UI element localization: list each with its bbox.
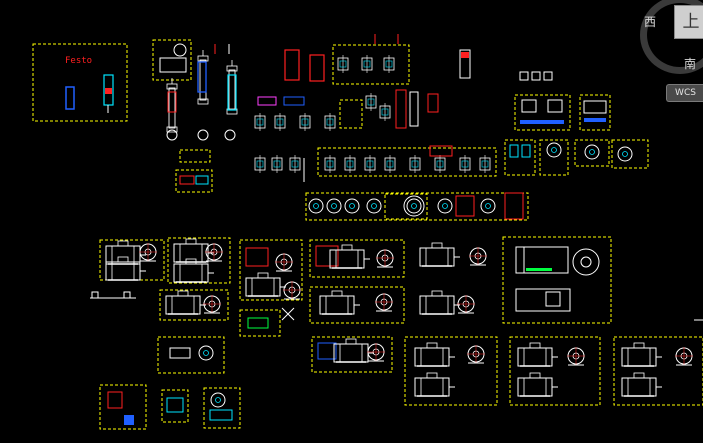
viewcube-top-face[interactable]: 上 <box>674 5 703 39</box>
valve-cluster[interactable] <box>284 34 553 85</box>
motor-block-bottom[interactable] <box>99 319 703 430</box>
viewcube-west-label[interactable]: 西 <box>644 15 657 29</box>
festo-label: Festo <box>65 56 92 66</box>
motor-block-left[interactable] <box>90 237 303 337</box>
pulley-row[interactable] <box>305 192 529 221</box>
viewcube-south-label[interactable]: 南 <box>684 57 697 71</box>
motor-block-right[interactable] <box>419 236 612 324</box>
fittings-row-2[interactable] <box>175 139 649 193</box>
viewcube[interactable]: 西 上 南 <box>640 0 703 80</box>
viewcube-compass-ring[interactable] <box>640 0 703 74</box>
motor-block-center[interactable] <box>309 239 405 373</box>
cylinder-block[interactable] <box>152 39 238 141</box>
fittings-row-1[interactable] <box>254 89 611 132</box>
wcs-menu-button[interactable]: WCS <box>666 84 703 102</box>
festo-block[interactable]: Festo <box>32 43 128 122</box>
